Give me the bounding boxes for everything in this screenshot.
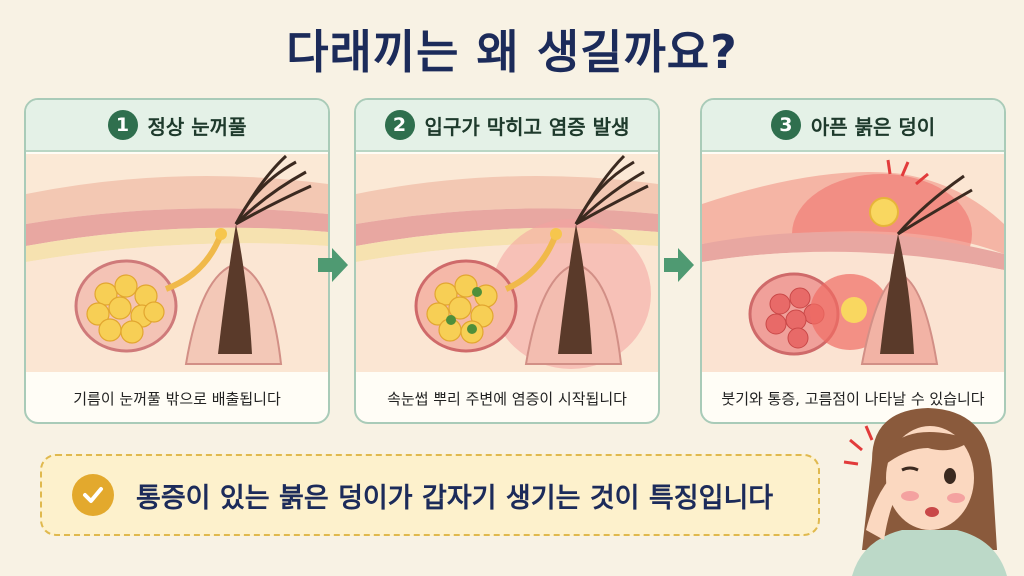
- normal-gland-illustration: [26, 154, 328, 372]
- arrow-right-icon: [664, 248, 694, 282]
- panel-header: 2 입구가 막히고 염증 발생: [356, 100, 658, 152]
- panel-header: 3 아픈 붉은 덩이: [702, 100, 1004, 152]
- panel-heading: 아픈 붉은 덩이: [810, 114, 936, 139]
- swollen-lump-illustration: [702, 154, 1004, 372]
- panel-normal-eyelid: 1 정상 눈꺼풀 기름이 눈꺼풀 밖으로 배출됩니다: [24, 98, 330, 424]
- panel-caption: 붓기와 통증, 고름점이 나타날 수 있습니다: [721, 389, 985, 408]
- summary-text: 통증이 있는 붉은 덩이가 갑자기 생기는 것이 특징입니다: [136, 482, 774, 514]
- panel-header: 1 정상 눈꺼풀: [26, 100, 328, 152]
- blocked-gland-illustration: [356, 154, 658, 372]
- step-number: 2: [384, 110, 415, 140]
- check-icon: [72, 474, 114, 516]
- panel-heading: 입구가 막히고 염증 발생: [424, 114, 630, 139]
- panel-heading: 정상 눈꺼풀: [147, 114, 247, 139]
- panel-painful-red-lump: 3 아픈 붉은 덩이 붓기와 통증, 고름점이 나타날 수 있습니다: [700, 98, 1006, 424]
- arrow-right-icon: [318, 248, 348, 282]
- panel-blocked-inflammation: 2 입구가 막히고 염증 발생 속눈썹 뿌리 주변에 염증이 시작됩니다: [354, 98, 660, 424]
- girl-in-pain-illustration: [843, 408, 1007, 576]
- panel-caption: 속눈썹 뿌리 주변에 염증이 시작됩니다: [387, 389, 627, 408]
- page-title: 다래끼는 왜 생길까요?: [286, 25, 738, 79]
- summary-banner: 통증이 있는 붉은 덩이가 갑자기 생기는 것이 특징입니다: [40, 454, 820, 536]
- panel-caption: 기름이 눈꺼풀 밖으로 배출됩니다: [73, 389, 281, 408]
- step-number: 1: [107, 110, 138, 140]
- step-number: 3: [770, 110, 801, 140]
